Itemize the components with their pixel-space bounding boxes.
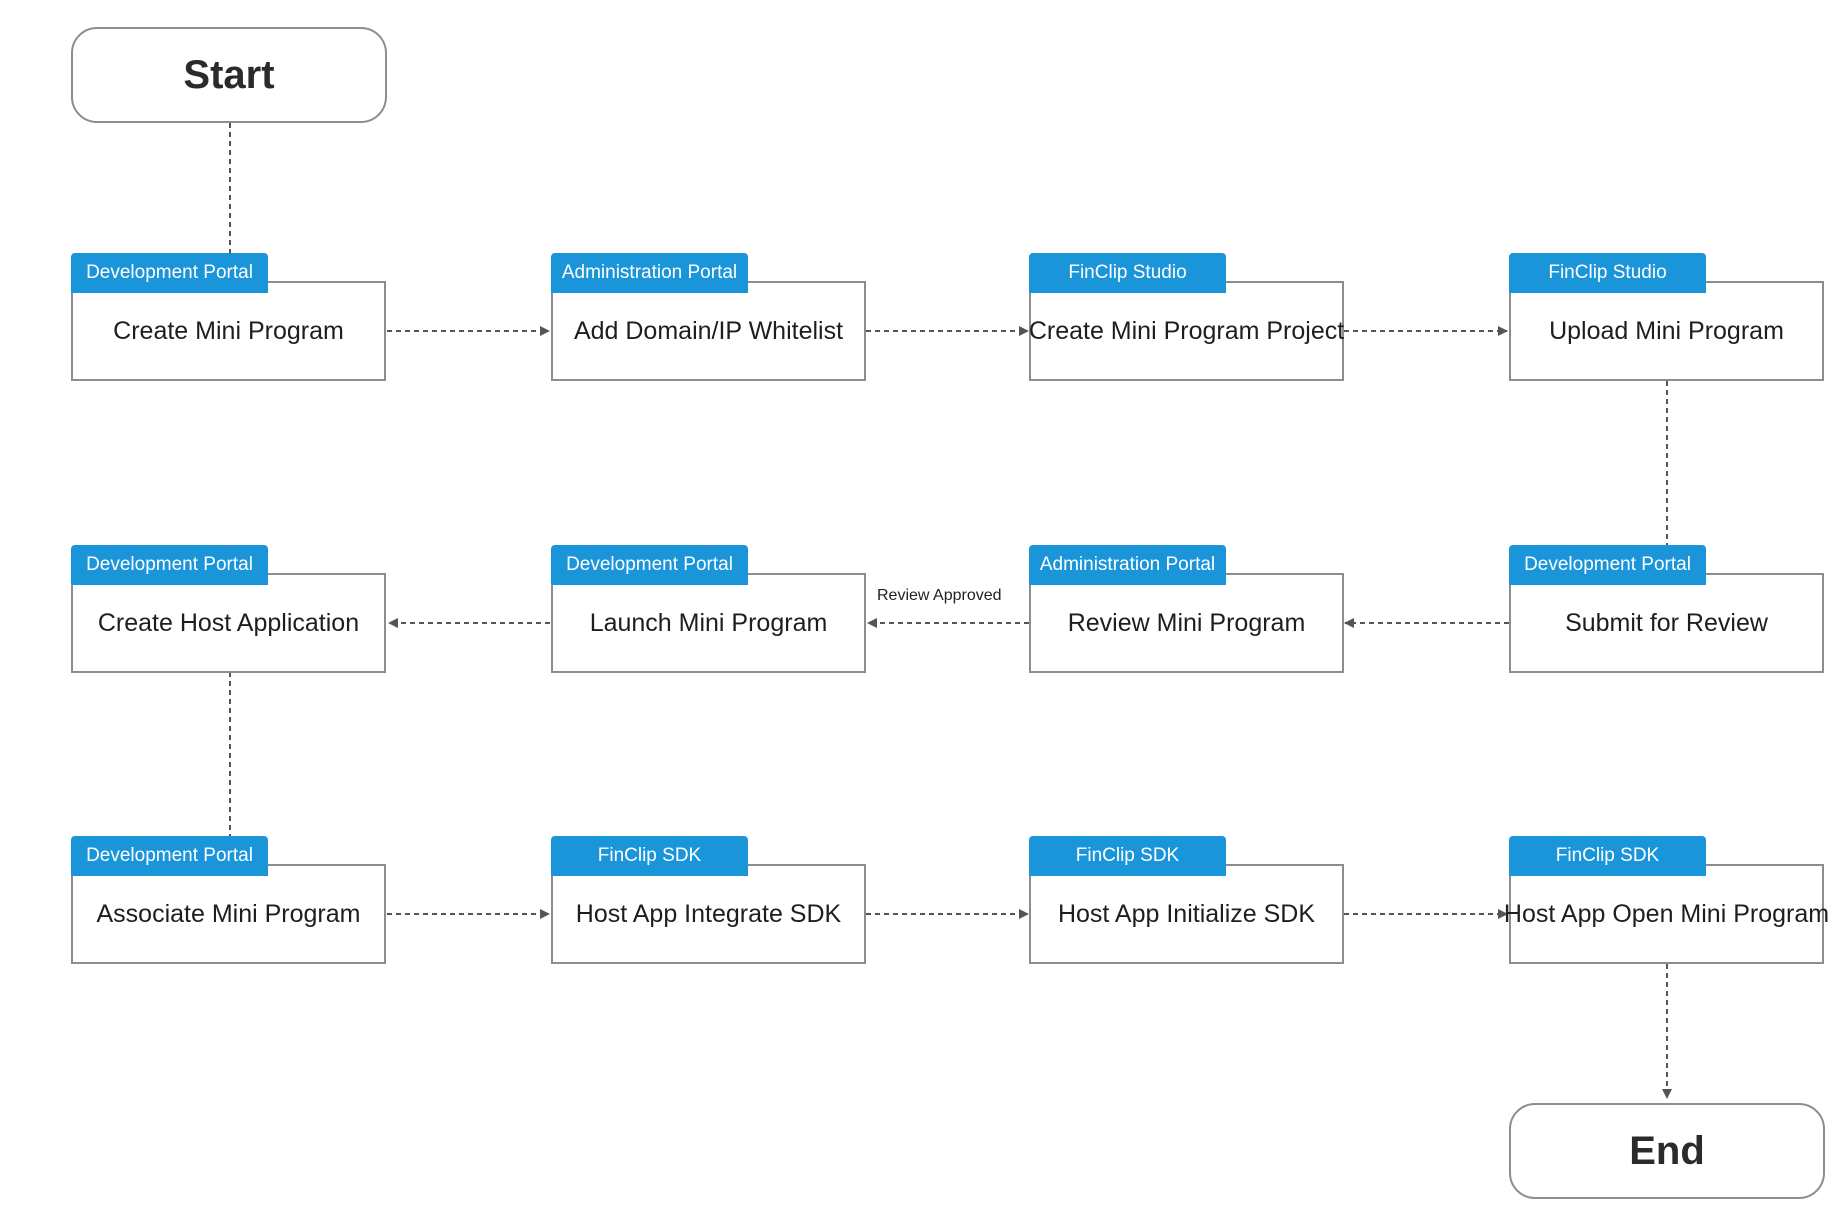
portal-tag: FinClip SDK [1509, 836, 1706, 876]
step-label: Upload Mini Program [1509, 281, 1824, 381]
step-label: Host App Initialize SDK [1029, 864, 1344, 964]
portal-tag: FinClip SDK [551, 836, 748, 876]
portal-tag: Administration Portal [551, 253, 748, 293]
review-approved-label: Review Approved [877, 587, 1002, 604]
step-label: Create Host Application [71, 573, 386, 673]
portal-tag: FinClip Studio [1029, 253, 1226, 293]
portal-tag: Development Portal [1509, 545, 1706, 585]
step-label: Host App Integrate SDK [551, 864, 866, 964]
portal-tag: Development Portal [71, 545, 268, 585]
step-label: Create Mini Program Project [1029, 281, 1344, 381]
step-label: Launch Mini Program [551, 573, 866, 673]
step-label: Submit for Review [1509, 573, 1824, 673]
step-label: Create Mini Program [71, 281, 386, 381]
step-label: Host App Open Mini Program [1504, 864, 1829, 964]
start-node: Start [71, 27, 387, 123]
portal-tag: Development Portal [71, 253, 268, 293]
portal-tag: FinClip SDK [1029, 836, 1226, 876]
step-label: Add Domain/IP Whitelist [551, 281, 866, 381]
portal-tag: Development Portal [551, 545, 748, 585]
portal-tag: Development Portal [71, 836, 268, 876]
step-label: Review Mini Program [1029, 573, 1344, 673]
end-node: End [1509, 1103, 1825, 1199]
step-label: Associate Mini Program [71, 864, 386, 964]
portal-tag: FinClip Studio [1509, 253, 1706, 293]
portal-tag: Administration Portal [1029, 545, 1226, 585]
